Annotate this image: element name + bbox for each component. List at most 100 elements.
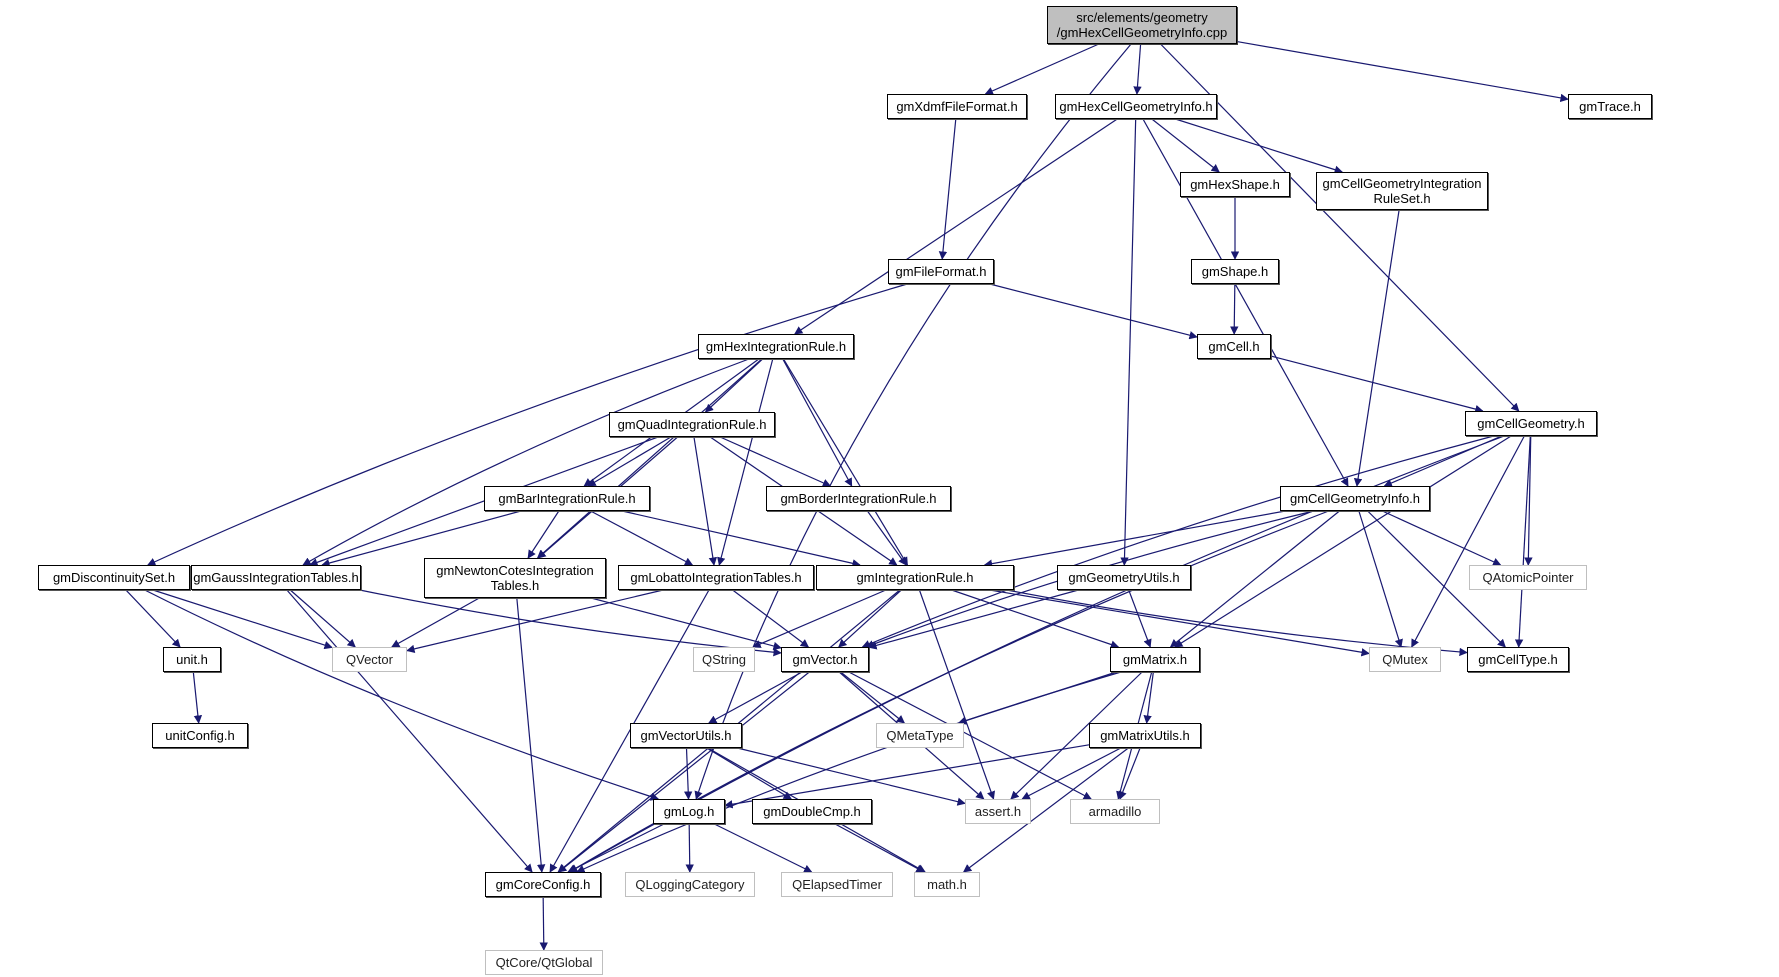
edge-cellgeom-to-vector: [861, 435, 1494, 648]
edge-log-to-qelapsed: [714, 823, 813, 873]
node-lobattot[interactable]: gmLobattoIntegrationTables.h: [618, 565, 814, 590]
edge-matrix-to-matutils: [1143, 671, 1154, 724]
edge-discset-to-qvector: [152, 589, 333, 650]
edge-cgi-to-celltype: [1367, 510, 1506, 648]
edge-matutils-to-math: [962, 747, 1129, 873]
edge-shape-to-cell: [1230, 283, 1239, 335]
node-hexshape[interactable]: gmHexShape.h: [1180, 172, 1290, 197]
edge-matutils-to-log: [724, 744, 1090, 809]
edge-hexcgi-to-hexshape: [1151, 118, 1220, 173]
node-fileformat[interactable]: gmFileFormat.h: [888, 259, 994, 284]
node-qvector: QVector: [332, 647, 407, 672]
node-celltype[interactable]: gmCellType.h: [1467, 647, 1569, 672]
edge-newtont-to-coreconfig: [516, 597, 546, 873]
node-unit[interactable]: unit.h: [163, 647, 221, 672]
node-qstring: QString: [693, 647, 755, 672]
edge-hexir-to-gausst: [302, 358, 750, 566]
edge-log-to-qlogcat: [685, 823, 694, 873]
node-qelapsed: QElapsedTimer: [781, 872, 893, 897]
edge-hexir-to-quadir: [704, 358, 763, 413]
node-qatomic: QAtomicPointer: [1469, 565, 1587, 590]
node-newtont[interactable]: gmNewtonCotesIntegration Tables.h: [424, 558, 606, 598]
edge-gausst-to-qvector: [289, 589, 356, 648]
node-quadir[interactable]: gmQuadIntegrationRule.h: [609, 412, 775, 437]
edge-ir-to-vector: [838, 589, 902, 648]
edge-barir-to-lobattot: [590, 510, 694, 566]
node-cell[interactable]: gmCell.h: [1197, 334, 1271, 359]
edge-cellgeom-to-celltype: [1514, 435, 1531, 648]
edge-unit-to-unitcfg: [192, 671, 203, 724]
edge-hexcgi-to-geomutils: [1120, 118, 1137, 566]
edge-cgirs-to-cgi: [1353, 209, 1400, 487]
edge-cellgeom-to-qatomic: [1524, 435, 1533, 566]
node-root[interactable]: src/elements/geometry /gmHexCellGeometry…: [1047, 6, 1237, 44]
edge-cgi-to-matrix: [1169, 510, 1340, 648]
edge-discset-to-log: [144, 589, 660, 801]
node-arma: armadillo: [1070, 799, 1160, 824]
node-dcmp[interactable]: gmDoubleCmp.h: [752, 799, 872, 824]
node-barir[interactable]: gmBarIntegrationRule.h: [484, 486, 650, 511]
edge-ir-to-qmutex: [989, 589, 1370, 657]
edge-barir-to-gausst: [321, 510, 522, 568]
edge-hexir-to-borderir: [782, 358, 853, 487]
edge-root-to-log: [694, 43, 1132, 800]
edge-matrix-to-assert: [1010, 671, 1143, 800]
node-cellgeom[interactable]: gmCellGeometry.h: [1465, 411, 1597, 436]
edge-vector-to-vecutils: [708, 671, 803, 724]
node-geomutils[interactable]: gmGeometryUtils.h: [1057, 565, 1191, 590]
edge-vecutils-to-log: [684, 747, 693, 800]
edge-root-to-xdmf: [984, 43, 1100, 95]
node-hexir[interactable]: gmHexIntegrationRule.h: [698, 334, 854, 359]
edge-vecutils-to-dcmp: [706, 747, 792, 800]
edge-hexcgi-to-hexir: [794, 118, 1118, 335]
edge-root-to-hexcgi: [1133, 43, 1142, 95]
edge-lobattot-to-vector: [732, 589, 810, 648]
edge-cgi-to-qmutex: [1358, 510, 1403, 648]
node-borderir[interactable]: gmBorderIntegrationRule.h: [766, 486, 951, 511]
node-unitcfg[interactable]: unitConfig.h: [152, 723, 248, 748]
edge-gausst-to-vector: [359, 589, 782, 657]
edge-xdmf-to-fileformat: [938, 118, 957, 260]
edge-gausst-to-coreconfig: [286, 589, 533, 873]
node-discset[interactable]: gmDiscontinuitySet.h: [38, 565, 190, 590]
edge-ir-to-matrix: [951, 589, 1120, 649]
node-vector[interactable]: gmVector.h: [781, 647, 869, 672]
edge-quadir-to-lobattot: [693, 436, 718, 566]
node-coreconfig[interactable]: gmCoreConfig.h: [485, 872, 601, 897]
node-gausst[interactable]: gmGaussIntegrationTables.h: [191, 565, 361, 590]
node-qlogcat: QLoggingCategory: [625, 872, 755, 897]
node-log[interactable]: gmLog.h: [653, 799, 725, 824]
edge-matutils-to-assert: [1021, 747, 1122, 800]
edge-matrix-to-coreconfig: [576, 671, 1122, 873]
edge-newtont-to-qvector: [391, 597, 480, 648]
node-cgi[interactable]: gmCellGeometryInfo.h: [1280, 486, 1430, 511]
edge-dcmp-to-math: [834, 823, 925, 873]
node-cgirs[interactable]: gmCellGeometryIntegration RuleSet.h: [1316, 172, 1488, 210]
edge-discset-to-unit: [125, 589, 181, 648]
node-matrix[interactable]: gmMatrix.h: [1110, 647, 1200, 672]
edge-ir-to-qstring: [752, 589, 887, 648]
edge-hexcgi-to-cgi: [1142, 118, 1349, 487]
node-qtglobal: QtCore/QtGlobal: [485, 950, 603, 975]
node-trace[interactable]: gmTrace.h: [1568, 94, 1652, 119]
node-ir[interactable]: gmIntegrationRule.h: [816, 565, 1014, 590]
node-qmutex: QMutex: [1369, 647, 1441, 672]
node-hexcgi[interactable]: gmHexCellGeometryInfo.h: [1055, 94, 1217, 119]
edge-cgi-to-qatomic: [1382, 510, 1502, 566]
node-matutils[interactable]: gmMatrixUtils.h: [1089, 723, 1201, 748]
node-qmeta: QMetaType: [876, 723, 964, 748]
edge-vector-to-coreconfig: [558, 671, 810, 873]
edge-ir-to-assert: [918, 589, 995, 800]
edge-fileformat-to-discset: [147, 283, 908, 566]
node-xdmf[interactable]: gmXdmfFileFormat.h: [887, 94, 1027, 119]
edge-hexcgi-to-cgirs: [1175, 118, 1343, 174]
edge-cgi-to-ir: [983, 510, 1286, 568]
edge-coreconfig-to-qtglobal: [539, 896, 548, 951]
edge-matutils-to-arma: [1118, 747, 1141, 800]
node-vecutils[interactable]: gmVectorUtils.h: [630, 723, 742, 748]
node-shape[interactable]: gmShape.h: [1191, 259, 1279, 284]
edge-quadir-to-barir: [587, 436, 672, 487]
node-assert: assert.h: [965, 799, 1031, 824]
